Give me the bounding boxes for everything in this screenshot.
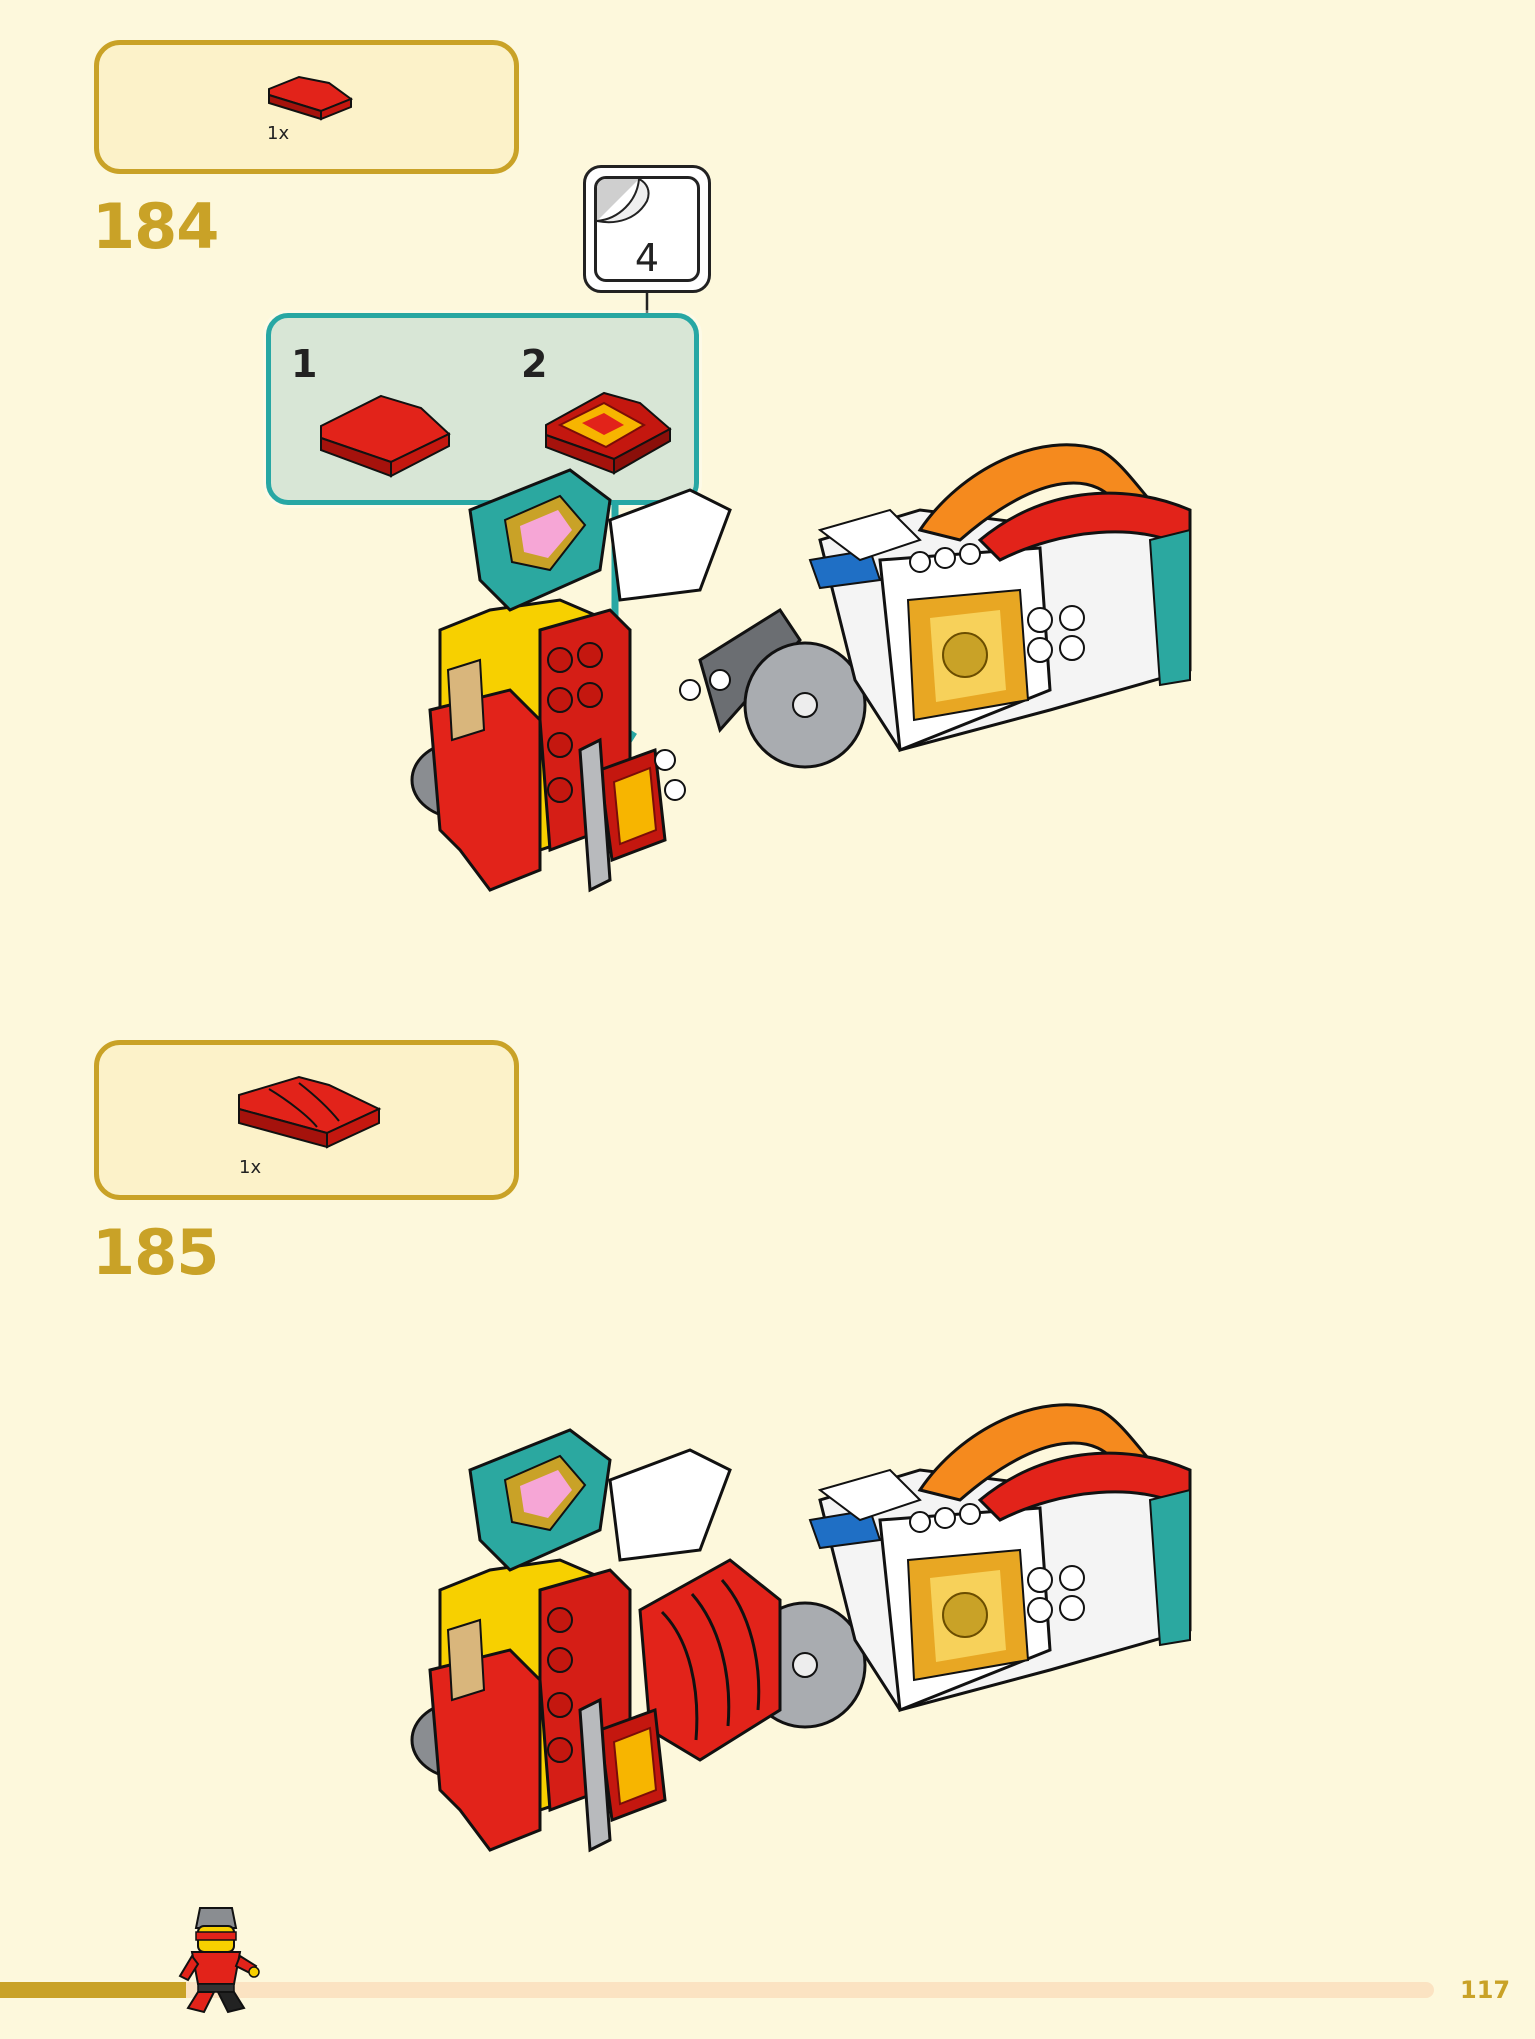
page-number: 117: [1460, 1976, 1511, 2004]
red-curved-slope-decorated-icon: [545, 391, 672, 475]
part-quantity: 1x: [239, 1157, 262, 1178]
ninja-minifigure-icon: [178, 1907, 260, 2014]
build-model-illustration-184: [410, 443, 1192, 893]
parts-list-box-184: 1x: [94, 40, 519, 174]
red-curved-slope-icon: [320, 394, 451, 478]
parts-list-box-185: 1x: [94, 1040, 519, 1200]
subassembly-step-2: 2: [521, 342, 548, 386]
progress-bar-fill: [0, 1982, 187, 1998]
subassembly-step-1: 1: [291, 342, 318, 386]
step-number-184: 184: [92, 190, 219, 263]
subassembly-callout: 1 2: [266, 313, 699, 505]
build-model-illustration-185: [410, 1403, 1192, 1853]
red-curved-slope-2x2-icon: [268, 75, 354, 121]
part-quantity: 1x: [267, 123, 290, 144]
progress-bar: [0, 1982, 1434, 1998]
sticker-callout: 4: [583, 165, 711, 293]
red-curved-slope-3x2-ridged-icon: [238, 1075, 382, 1149]
step-number-185: 185: [92, 1216, 219, 1289]
sticker-number: 4: [634, 236, 660, 280]
sticker-sheet-icon: [594, 176, 700, 282]
